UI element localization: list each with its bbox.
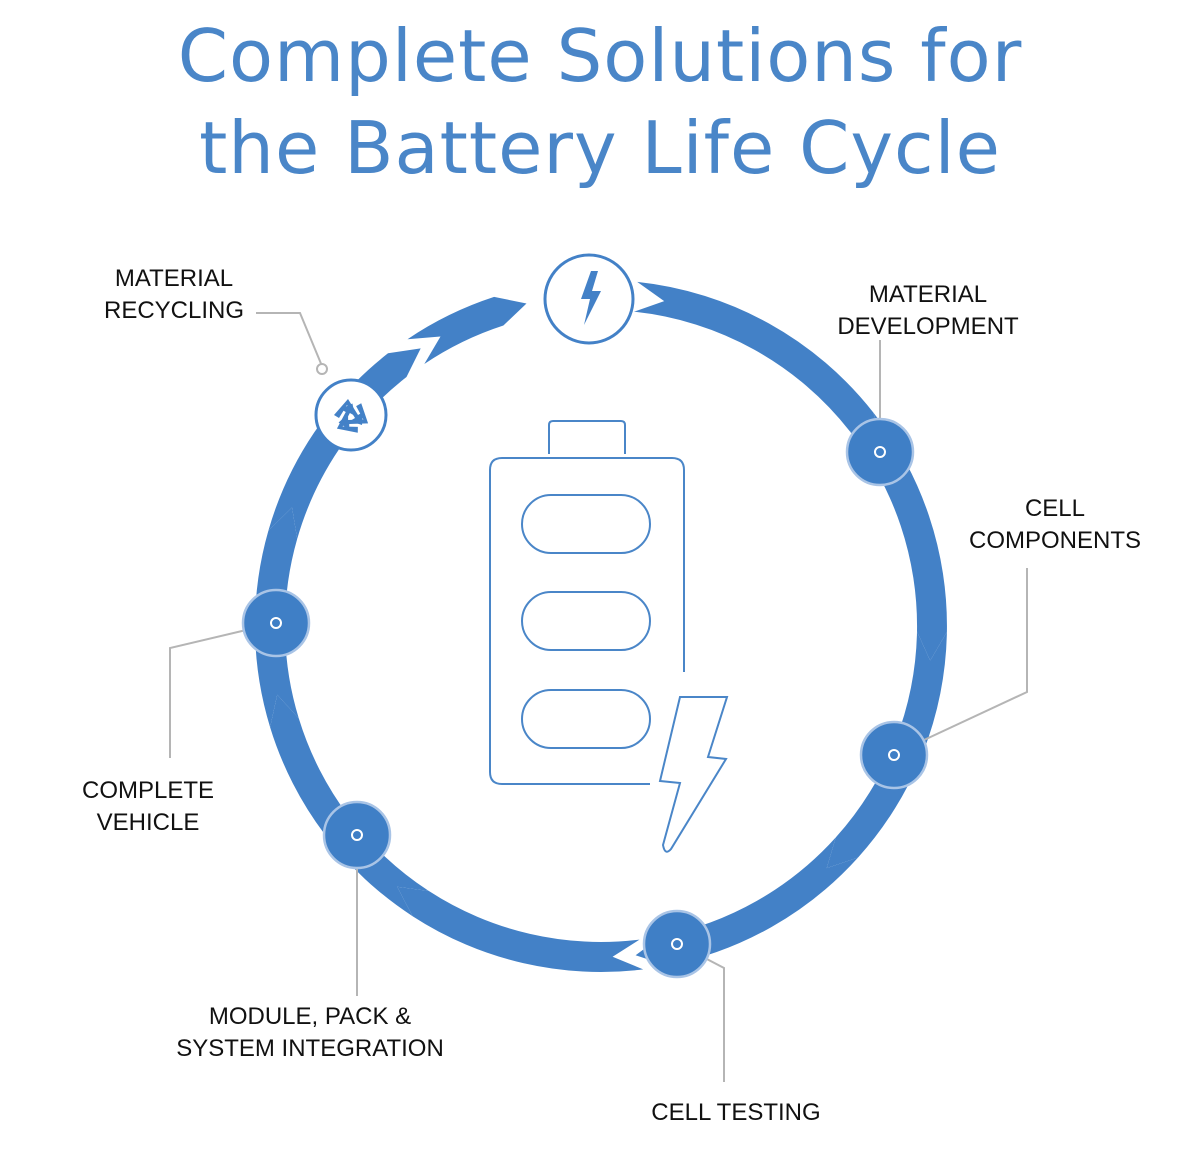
ring-arrow-segment bbox=[407, 296, 527, 364]
label-line: MATERIAL bbox=[114, 265, 234, 292]
label-cell-components: CELL COMPONENTS bbox=[960, 493, 1150, 557]
battery-cell-top bbox=[521, 494, 651, 554]
label-complete-vehicle: COMPLETE VEHICLE bbox=[68, 775, 228, 839]
leader-line-cell-components bbox=[893, 568, 1028, 755]
recycling-node bbox=[314, 378, 388, 452]
lightning-bolt-icon bbox=[658, 696, 729, 853]
label-line: RECYCLING bbox=[103, 297, 245, 324]
label-material-recycling: MATERIAL RECYCLING bbox=[94, 263, 254, 327]
leader-line-material-recycling bbox=[256, 312, 323, 367]
top-power-node bbox=[543, 253, 635, 345]
label-material-development: MATERIAL DEVELOPMENT bbox=[828, 279, 1028, 343]
leader-line-complete-vehicle bbox=[169, 622, 277, 758]
label-line: VEHICLE bbox=[96, 809, 200, 836]
node-cell-components bbox=[859, 720, 929, 790]
label-line: CELL TESTING bbox=[651, 1099, 821, 1126]
title-line-2: the Battery Life Cycle bbox=[199, 106, 1001, 190]
label-line: DEVELOPMENT bbox=[837, 313, 1019, 340]
battery-cell-middle bbox=[521, 591, 651, 651]
label-line: MODULE, PACK & bbox=[208, 1003, 412, 1030]
label-line: MATERIAL bbox=[868, 281, 988, 308]
ring-arrow-segment bbox=[850, 413, 947, 661]
label-line: CELL bbox=[1024, 495, 1086, 522]
node-cell-testing bbox=[642, 909, 712, 979]
label-line: COMPONENTS bbox=[968, 527, 1141, 554]
label-line: COMPLETE bbox=[81, 777, 215, 804]
title-line-1: Complete Solutions for bbox=[177, 14, 1023, 98]
node-complete-vehicle bbox=[241, 588, 311, 658]
node-module-pack bbox=[322, 800, 392, 870]
lightning-bolt-icon bbox=[581, 271, 601, 325]
ring-arrow-segment bbox=[826, 631, 947, 869]
node-material-development bbox=[845, 417, 915, 487]
ring-arrow-segment bbox=[634, 281, 879, 446]
battery-cell-bottom bbox=[521, 689, 651, 749]
label-module-pack: MODULE, PACK & SYSTEM INTEGRATION bbox=[150, 1001, 470, 1065]
label-line: SYSTEM INTEGRATION bbox=[176, 1035, 444, 1062]
recycle-icon bbox=[329, 398, 376, 441]
label-cell-testing: CELL TESTING bbox=[636, 1097, 836, 1129]
ring-arrow-segment bbox=[397, 886, 644, 972]
battery-icon bbox=[489, 420, 729, 853]
stage-nodes bbox=[241, 417, 929, 979]
cycle-ring bbox=[254, 281, 947, 972]
ring-arrow-segment bbox=[270, 694, 429, 917]
leader-dot bbox=[316, 363, 328, 375]
ring-arrow-segment bbox=[268, 348, 421, 539]
